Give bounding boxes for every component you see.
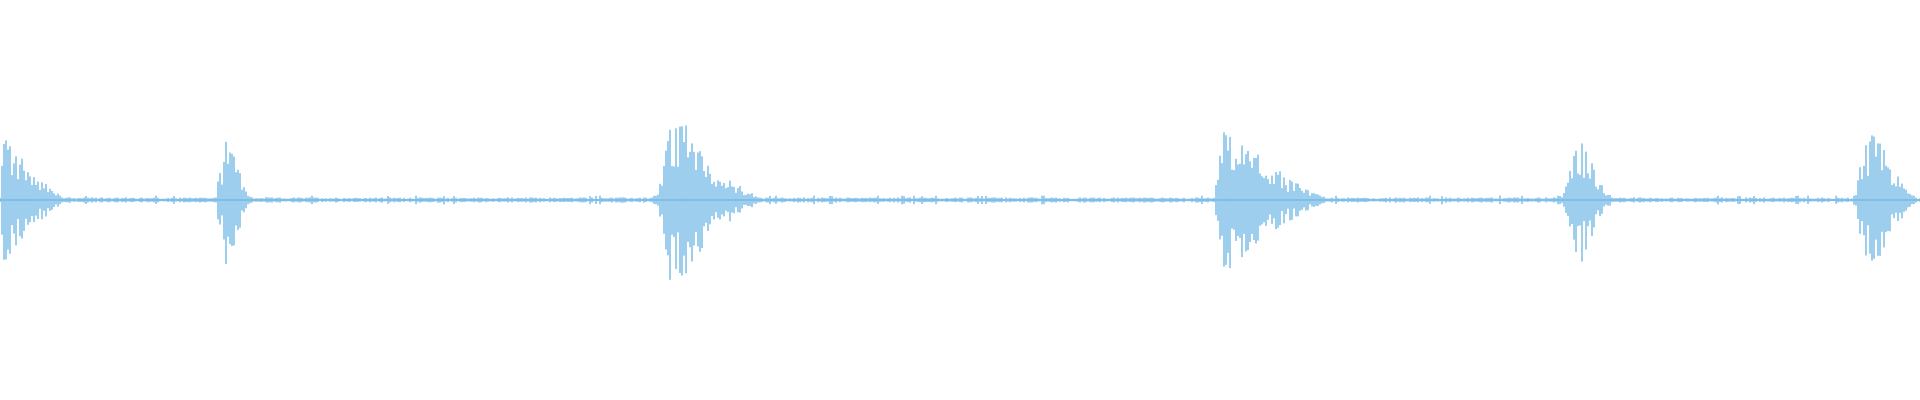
waveform-bars — [0, 125, 1920, 280]
